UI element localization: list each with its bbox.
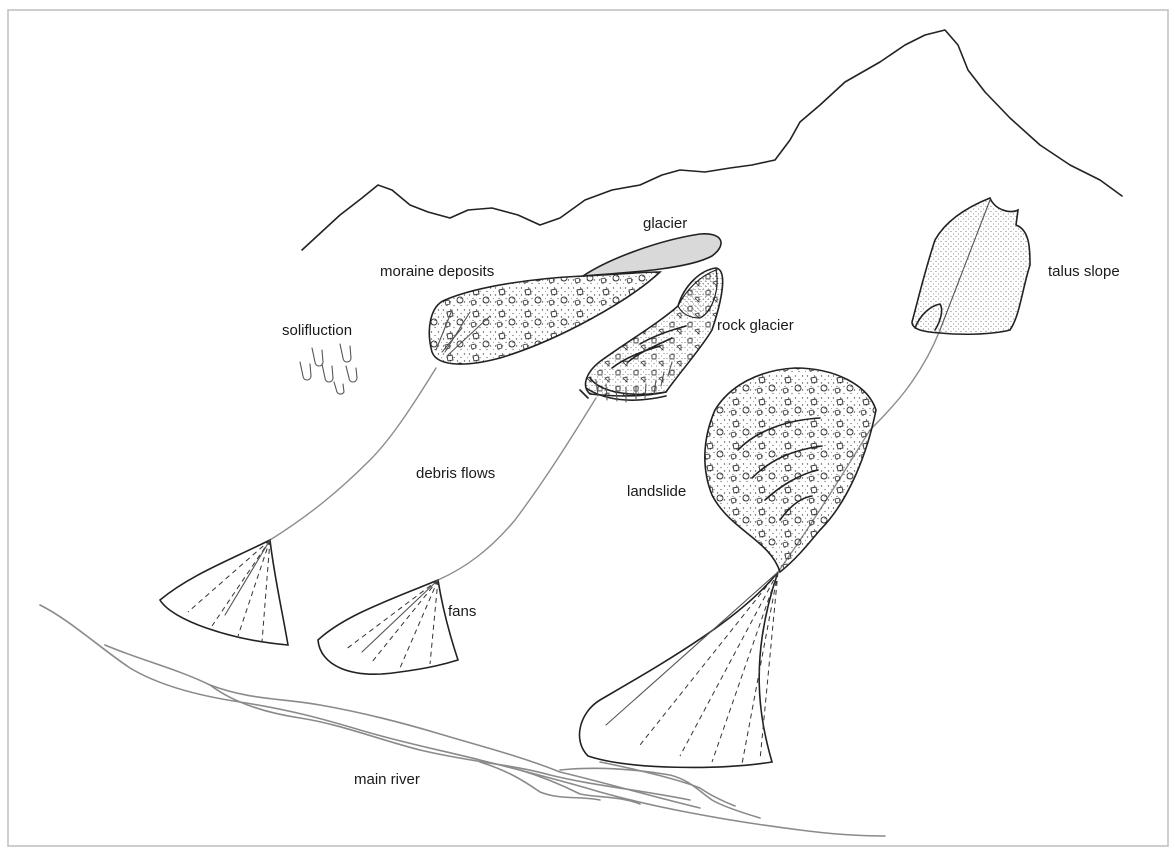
label-solifluction: solifluction [282, 322, 352, 339]
solifluction-lobes [300, 344, 357, 394]
label-fans: fans [448, 603, 476, 620]
label-debris-flows: debris flows [416, 465, 495, 482]
fan-right [579, 572, 778, 767]
landslide-area [705, 368, 876, 572]
glacier-body [583, 234, 721, 276]
rock-glacier-stream [438, 398, 596, 580]
moraine-stream [270, 368, 436, 540]
label-moraine-deposits: moraine deposits [380, 263, 494, 280]
label-landslide: landslide [627, 483, 686, 500]
fan-middle [318, 580, 458, 674]
label-rock-glacier: rock glacier [717, 317, 794, 334]
label-main-river: main river [354, 771, 420, 788]
label-talus-slope: talus slope [1048, 263, 1120, 280]
fan-left [160, 540, 288, 645]
talus-slope-area [912, 198, 1030, 334]
label-glacier: glacier [643, 215, 687, 232]
